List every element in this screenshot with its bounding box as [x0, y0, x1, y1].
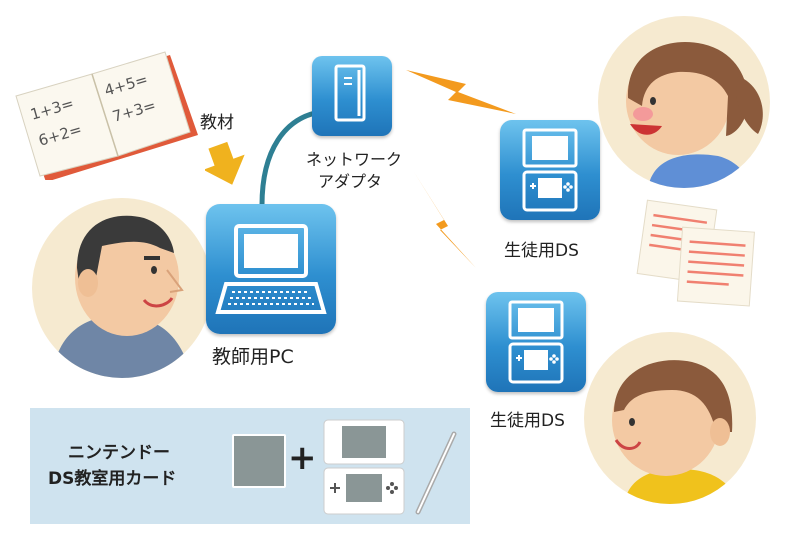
- plus-sign: +: [288, 438, 317, 478]
- material-label: 教材: [200, 113, 234, 133]
- student-boy-avatar: [584, 332, 756, 504]
- card-name-label: ニンテンドー: [68, 443, 170, 463]
- ds-console-icon: [486, 292, 586, 392]
- math-book-illustration: 1+3= 6+2= 4+5= 7+3=: [10, 50, 200, 180]
- teacher-avatar: [32, 198, 212, 378]
- laptop-icon: [206, 204, 336, 334]
- card-name-label: DS教室用カード: [48, 469, 177, 489]
- wireless-signal-icon: [404, 62, 524, 122]
- network-adapter-label: ネットワーク: [306, 150, 403, 169]
- down-arrow-icon: [205, 140, 255, 190]
- game-card-icon: [232, 434, 286, 488]
- student-ds-label: 生徒用DS: [490, 411, 565, 431]
- student-ds-label: 生徒用DS: [504, 241, 579, 261]
- wireless-signal-icon: [412, 170, 482, 270]
- network-adapter-icon: [312, 56, 392, 136]
- teacher-pc-label: 教師用PC: [212, 346, 294, 368]
- paper-sheets-illustration: [632, 196, 762, 308]
- ds-console-icon: [500, 120, 600, 220]
- network-adapter-label: アダプタ: [318, 172, 383, 191]
- ds-console-with-stylus-icon: [322, 416, 462, 518]
- student-girl-avatar: [598, 16, 770, 188]
